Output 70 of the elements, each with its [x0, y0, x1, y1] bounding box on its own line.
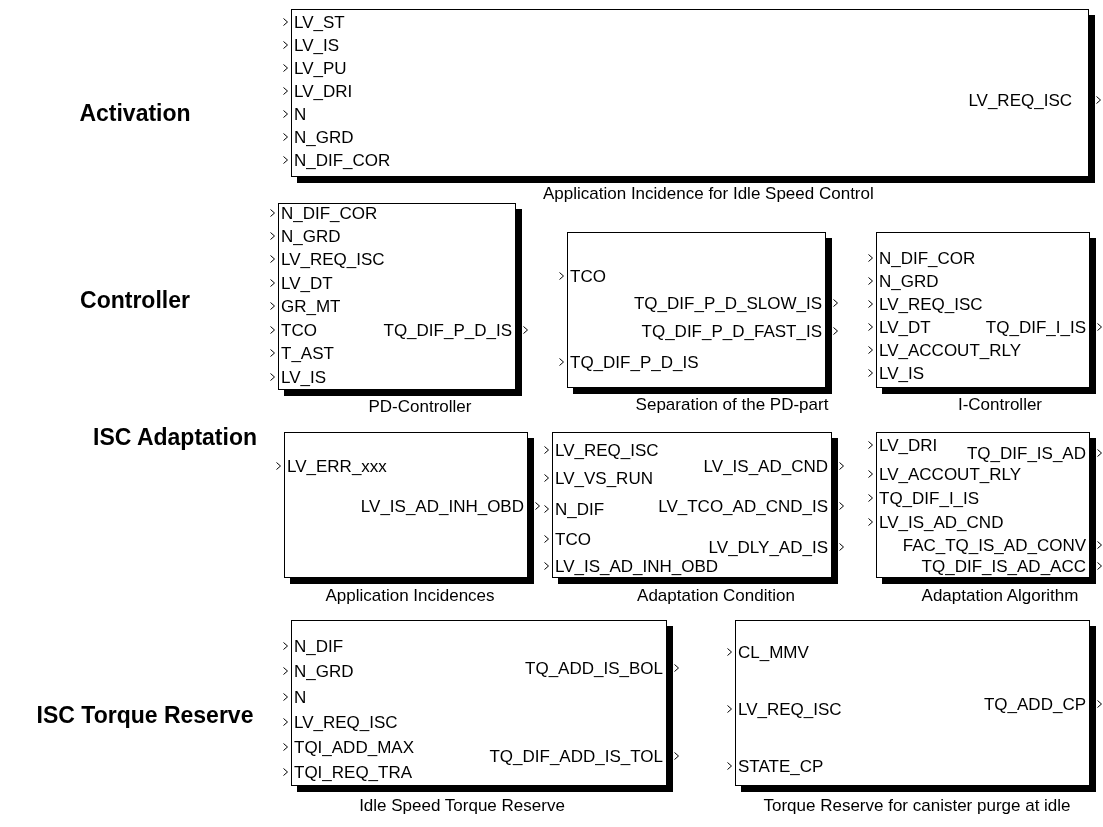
input-port-label: LV_REQ_ISC	[555, 441, 659, 460]
row-heading: ISC Adaptation	[93, 423, 257, 451]
input-port-label: T_AST	[281, 344, 334, 363]
input-port-label: LV_VS_RUN	[555, 469, 653, 488]
input-port-label: STATE_CP	[738, 757, 824, 776]
row-heading: Activation	[79, 99, 191, 127]
input-port-label: LV_IS	[281, 368, 327, 387]
output-port-label: TQ_ADD_CP	[983, 695, 1086, 714]
input-port-label: N_DIF_COR	[294, 151, 391, 170]
row-heading: Controller	[80, 286, 190, 314]
input-port-label: LV_REQ_ISC	[281, 250, 385, 269]
output-port-label: LV_DLY_AD_IS	[708, 538, 828, 557]
input-port-label: N_GRD	[879, 272, 939, 291]
input-port-label: N_DIF_COR	[281, 204, 378, 223]
input-port-label: LV_REQ_ISC	[879, 295, 983, 314]
input-port-label: LV_DRI	[879, 436, 938, 455]
input-port-label: LV_DT	[281, 274, 333, 293]
input-port-label: CL_MMV	[738, 643, 809, 662]
output-port-label: TQ_DIF_P_D_FAST_IS	[641, 322, 822, 341]
block-title: I-Controller	[957, 395, 1043, 414]
input-port-label: LV_IS_AD_CND	[879, 513, 1004, 532]
input-port-label: GR_MT	[281, 297, 341, 316]
block-title: PD-Controller	[368, 397, 472, 416]
output-port-label: TQ_ADD_IS_BOL	[525, 659, 663, 678]
input-port-label: N_DIF	[294, 637, 344, 656]
input-port-label: LV_REQ_ISC	[294, 713, 398, 732]
input-port-label: TQI_REQ_TRA	[294, 763, 413, 782]
block-title: Application Incidence for Idle Speed Control	[543, 184, 874, 203]
input-port-label: LV_IS_AD_INH_OBD	[555, 557, 719, 576]
output-port-label: LV_REQ_ISC	[968, 91, 1072, 110]
input-port-label: TQI_ADD_MAX	[294, 738, 414, 757]
output-port-label: TQ_DIF_ADD_IS_TOL	[489, 747, 663, 766]
input-port-label: LV_ACCOUT_RLY	[879, 465, 1022, 484]
input-port-label: LV_IS	[294, 36, 340, 55]
input-port-label: TCO	[281, 321, 317, 340]
input-port-label: N_GRD	[281, 227, 341, 246]
input-port-label: LV_REQ_ISC	[738, 700, 842, 719]
output-port-label: LV_IS_AD_CND	[703, 457, 828, 476]
output-port-label: TQ_DIF_P_D_IS	[383, 321, 512, 340]
block-title: Adaptation Algorithm	[921, 586, 1079, 605]
input-port-label: N_GRD	[294, 128, 354, 147]
input-port-label: TCO	[555, 530, 591, 549]
input-port-label: N	[294, 688, 307, 707]
input-port-label: LV_DRI	[294, 82, 353, 101]
output-port-label: LV_TCO_AD_CND_IS	[658, 497, 828, 516]
input-port-label: N	[294, 105, 307, 124]
block-title: Torque Reserve for canister purge at idle	[763, 796, 1071, 815]
output-port-label: TQ_DIF_I_IS	[985, 318, 1086, 337]
input-port-label: TCO	[570, 267, 606, 286]
output-port-label: FAC_TQ_IS_AD_CONV	[902, 536, 1086, 555]
input-port-label: LV_DT	[879, 318, 931, 337]
output-port-label: TQ_DIF_IS_AD_ACC	[921, 557, 1086, 576]
block-title: Application Incidences	[325, 586, 495, 605]
output-port-label: TQ_DIF_P_D_SLOW_IS	[634, 294, 822, 313]
block-title: Separation of the PD-part	[635, 395, 829, 414]
input-port-label: N_GRD	[294, 662, 354, 681]
block-title: Adaptation Condition	[637, 586, 795, 605]
input-port-label: N_DIF	[555, 500, 605, 519]
input-port-label: LV_ERR_xxx	[287, 457, 387, 476]
input-port-label: LV_IS	[879, 364, 925, 383]
row-heading: ISC Torque Reserve	[36, 701, 254, 729]
input-port-label: TQ_DIF_I_IS	[879, 489, 980, 508]
output-port-label: LV_IS_AD_INH_OBD	[360, 497, 524, 516]
input-port-label: N_DIF_COR	[879, 249, 976, 268]
input-port-label: LV_ACCOUT_RLY	[879, 341, 1022, 360]
input-port-label: LV_PU	[294, 59, 347, 78]
input-port-label: LV_ST	[294, 13, 345, 32]
input-port-label: TQ_DIF_P_D_IS	[570, 353, 699, 372]
output-port-label: TQ_DIF_IS_AD	[966, 444, 1086, 463]
block-title: Idle Speed Torque Reserve	[359, 796, 565, 815]
